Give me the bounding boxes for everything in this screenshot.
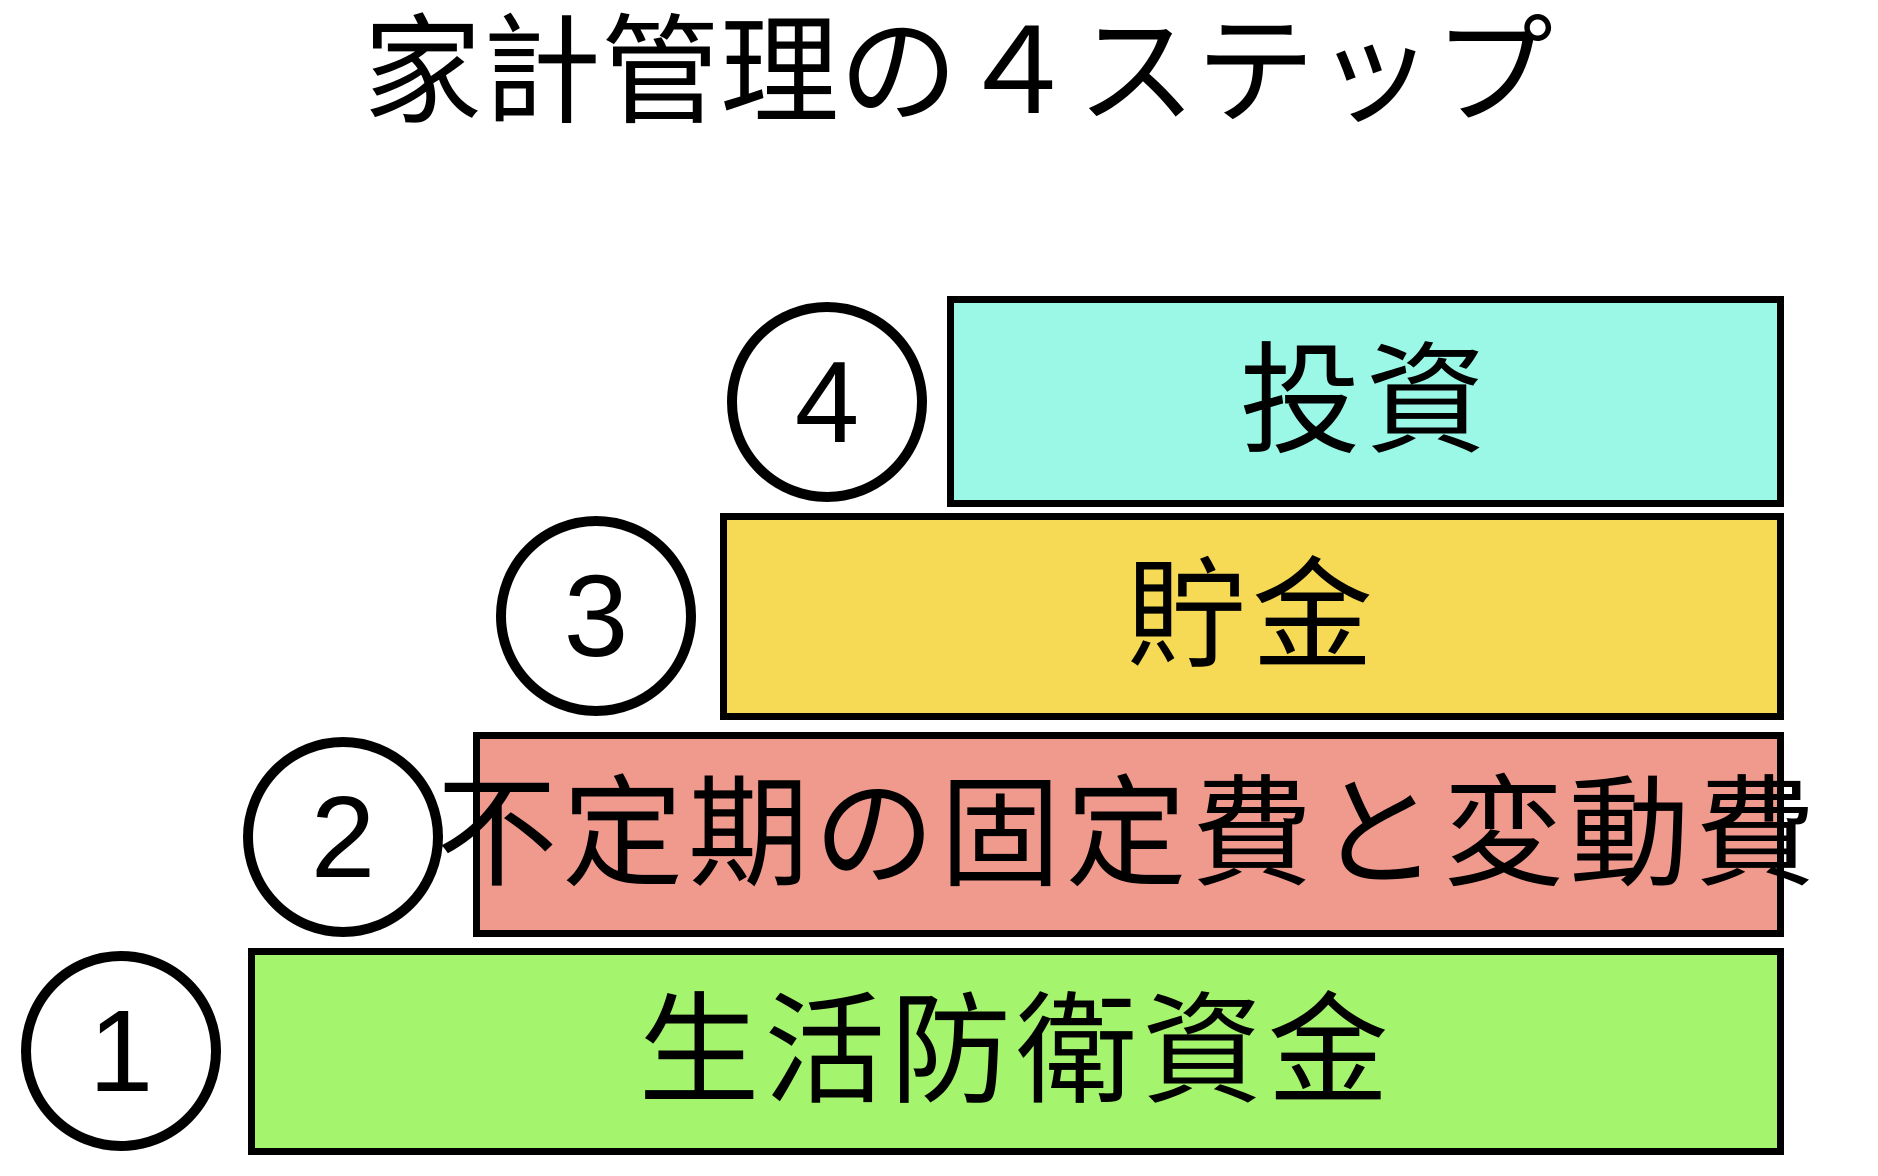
step-label-savings: 貯金 xyxy=(1126,548,1378,684)
step-bar-irregular-expenses: 不定期の固定費と変動費 xyxy=(436,732,1816,937)
step-number-3: 3 xyxy=(563,551,629,681)
step-label-emergency-fund: 生活防衛資金 xyxy=(638,983,1394,1119)
diagram-title: 家計管理の４ステップ xyxy=(363,6,1553,139)
step-number-badge-1: 1 xyxy=(21,951,221,1151)
step-number-4: 4 xyxy=(794,337,860,467)
step-number-badge-2: 2 xyxy=(243,737,443,937)
step-label-investment: 投資 xyxy=(1239,333,1492,469)
step-number-badge-4: 4 xyxy=(727,302,927,502)
step-number-badge-3: 3 xyxy=(496,516,696,716)
step-bar-emergency-fund: 生活防衛資金 xyxy=(248,948,1784,1155)
step-number-1: 1 xyxy=(88,986,154,1116)
step-label-irregular-expenses: 不定期の固定費と変動費 xyxy=(436,766,1821,902)
step-bar-investment: 投資 xyxy=(947,296,1784,507)
step-number-2: 2 xyxy=(310,772,376,902)
step-bar-savings: 貯金 xyxy=(720,513,1784,720)
